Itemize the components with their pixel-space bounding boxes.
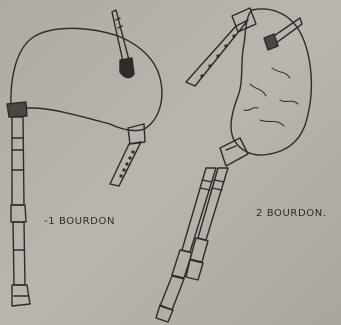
caption-one-drone: -1 BOURDON <box>44 216 115 227</box>
drone-stock-one <box>7 102 27 117</box>
caption-two-drones: 2 BOURDON. <box>256 208 327 219</box>
blowpipe-stock-one <box>120 58 134 78</box>
